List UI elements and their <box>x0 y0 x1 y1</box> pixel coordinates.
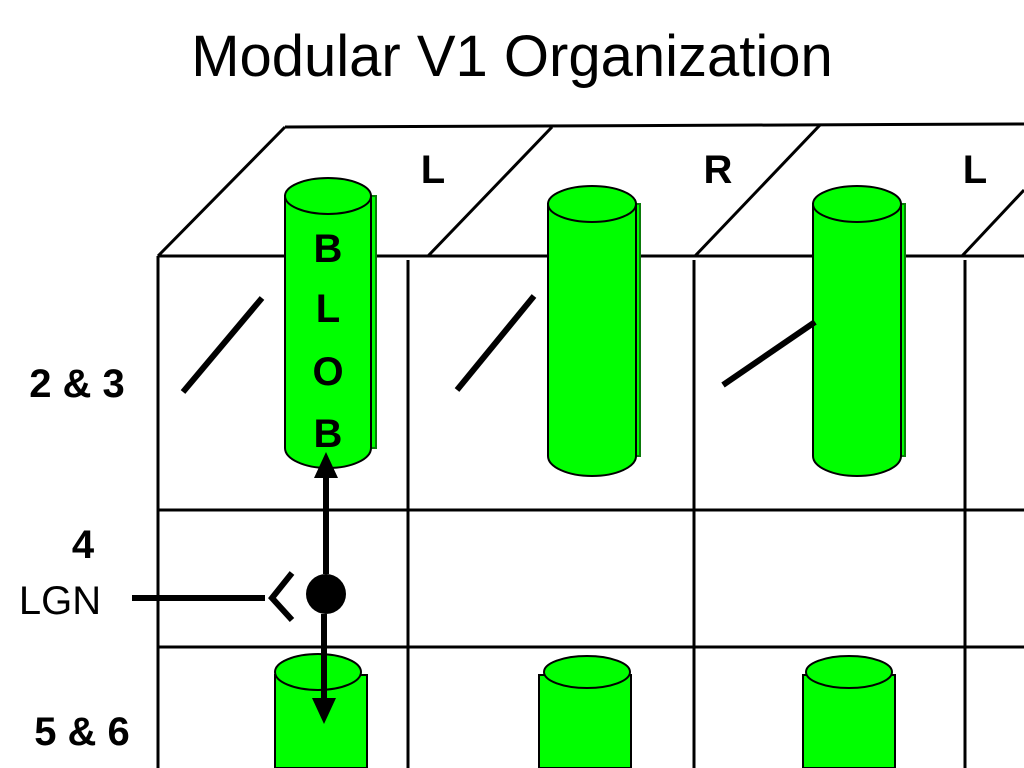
blob-letter-4: B <box>314 412 343 456</box>
arrow-up-head <box>314 452 338 478</box>
left-diagonal-edge <box>156 125 287 258</box>
orientation-bar-1 <box>180 296 265 394</box>
arrow-down-head <box>312 698 336 724</box>
lower-cylinder-2 <box>538 655 632 768</box>
divider-diagonal-3 <box>960 188 1024 258</box>
layer4-neuron <box>306 574 346 614</box>
orientation-bar-2 <box>454 294 537 392</box>
blob-letter-3: O <box>312 350 343 394</box>
divider-diagonal-1 <box>426 125 554 258</box>
column-label-3: L <box>963 148 987 192</box>
synapse-terminal <box>268 571 295 623</box>
layer-label-lgn: LGN <box>19 579 101 623</box>
lgn-input <box>132 571 295 623</box>
divider-diagonal-2 <box>693 123 822 258</box>
page-title: Modular V1 Organization <box>191 24 833 89</box>
column-label-2: R <box>704 148 733 192</box>
back-top-edge <box>284 122 1024 129</box>
layer-label-4: 4 <box>72 523 95 567</box>
blob-letter-1: B <box>314 227 343 271</box>
blob-letter-2: L <box>316 287 340 331</box>
lower-cylinder-3 <box>802 655 896 768</box>
column-label-1: L <box>421 148 445 192</box>
orientation-bar-3 <box>721 319 817 388</box>
layer-label-2-3: 2 & 3 <box>29 362 125 406</box>
neuron-arrows <box>312 452 338 724</box>
layer-label-5-6: 5 & 6 <box>34 710 130 754</box>
blob-cylinder-2 <box>547 185 641 477</box>
orientation-bars <box>180 294 817 394</box>
front-grid <box>156 256 1024 768</box>
blob-cylinder-3 <box>812 185 906 477</box>
